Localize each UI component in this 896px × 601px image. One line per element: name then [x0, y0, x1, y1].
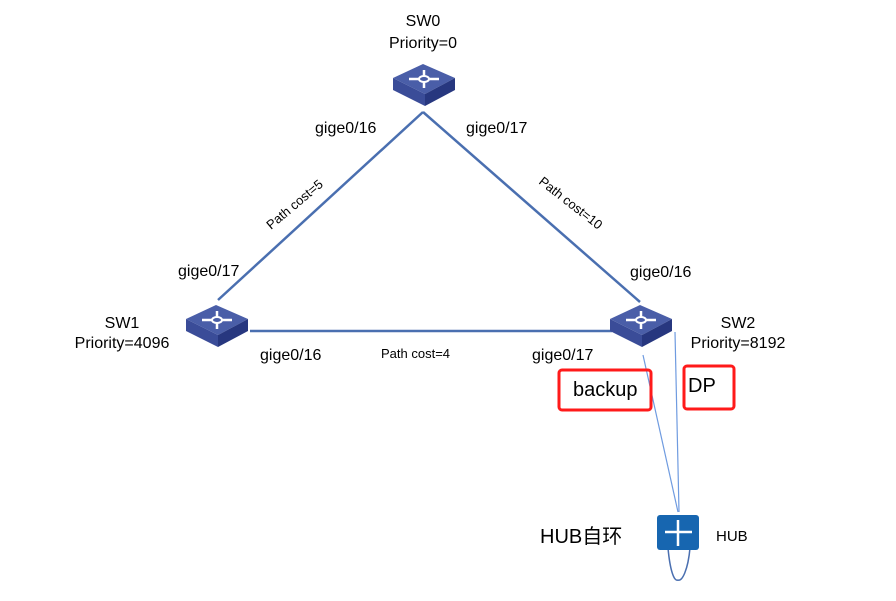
sw2-priority: Priority=8192 [691, 335, 786, 352]
hub-self-loop [667, 547, 691, 581]
sw0-port-to-sw2: gige0/17 [466, 120, 527, 137]
link-sw2-hub-backup [642, 354, 679, 513]
cost-sw0-sw2: Path cost=10 [536, 174, 605, 233]
sw2-switch-icon[interactable] [608, 303, 674, 349]
sw1-switch-icon[interactable] [184, 303, 250, 349]
sw0-name: SW0 [406, 13, 441, 30]
link-sw0-sw2 [422, 111, 641, 303]
sw1-port-to-sw2: gige0/16 [260, 347, 321, 364]
backup-label: backup [573, 379, 638, 401]
dp-highlight-box [682, 364, 736, 411]
sw2-port-to-sw0: gige0/16 [630, 264, 691, 281]
sw2-port-to-sw1: gige0/17 [532, 347, 593, 364]
cost-sw0-sw1: Path cost=5 [263, 176, 326, 232]
sw1-priority: Priority=4096 [75, 335, 170, 352]
sw1-name: SW1 [105, 315, 140, 332]
cost-sw1-sw2: Path cost=4 [381, 346, 450, 361]
link-sw0-sw1 [217, 111, 424, 301]
dp-label: DP [688, 375, 716, 397]
sw1-port-to-sw0: gige0/17 [178, 263, 239, 280]
hub-name: HUB [716, 528, 748, 545]
hub-loop-label: HUB自环 [540, 525, 622, 548]
sw2-name: SW2 [721, 315, 756, 332]
sw0-port-to-sw1: gige0/16 [315, 120, 376, 137]
sw0-switch-icon[interactable] [391, 62, 457, 108]
hub-icon[interactable] [657, 515, 699, 550]
sw0-priority: Priority=0 [389, 35, 457, 52]
backup-highlight-box [557, 368, 653, 412]
link-sw2-hub-dp [674, 331, 680, 513]
